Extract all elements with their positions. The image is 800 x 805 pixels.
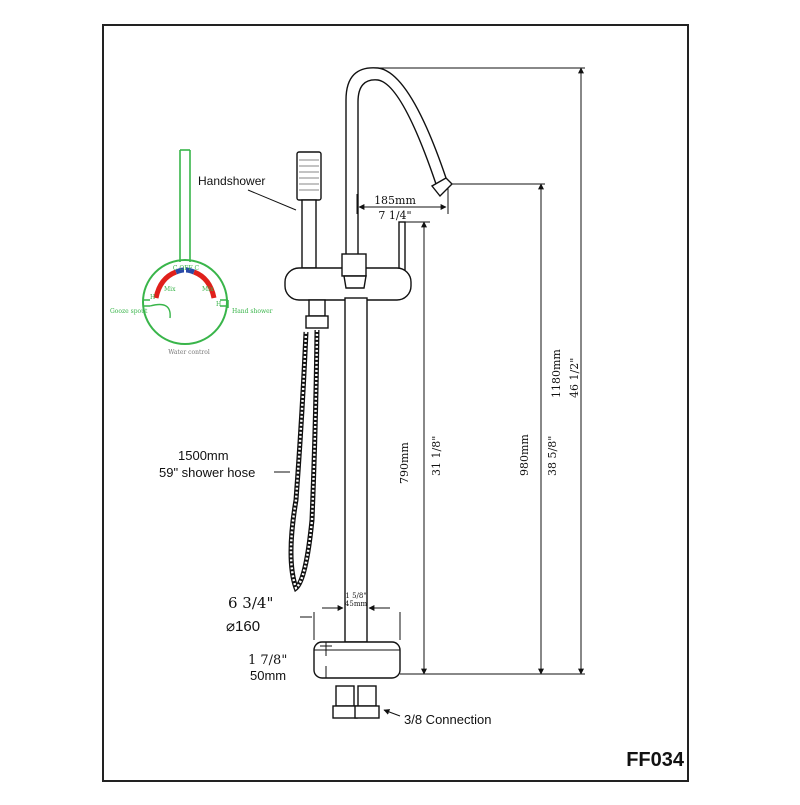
faucet-body bbox=[284, 67, 453, 719]
pipe-dia-mm: 45mm bbox=[345, 600, 368, 608]
spout-reach-in: 7 1/4" bbox=[378, 209, 411, 222]
control-handshower-label: Hand shower bbox=[232, 308, 273, 315]
hot-arc-right bbox=[193, 269, 217, 299]
hot-arc-left bbox=[153, 269, 177, 299]
dimension-lines bbox=[247, 67, 585, 717]
control-off-label: C OFF C bbox=[173, 265, 200, 272]
spout-height-in: 38 5/8" bbox=[546, 436, 559, 476]
base-height-in: 1 7/8" bbox=[248, 653, 287, 668]
spout-reach-mm: 185mm bbox=[374, 194, 416, 207]
control-gooseneck-label: Gooze spout bbox=[110, 308, 148, 315]
handshower-label: Handshower bbox=[198, 174, 265, 188]
cold-arc-right bbox=[185, 267, 195, 275]
control-mix-right: Mix bbox=[202, 286, 214, 293]
control-caption: Water control bbox=[168, 349, 210, 356]
base-dia-mm: ⌀160 bbox=[226, 618, 260, 635]
cold-arc-left bbox=[175, 267, 185, 275]
handle-height-mm: 790mm bbox=[398, 442, 411, 484]
hose-length-mm: 1500mm bbox=[178, 448, 229, 463]
control-h-left: H bbox=[150, 294, 155, 301]
control-mix-left: Mix bbox=[164, 286, 176, 293]
base-dia-in: 6 3/4" bbox=[228, 594, 273, 612]
total-height-mm: 1180mm bbox=[550, 349, 563, 398]
hose-desc: 59" shower hose bbox=[159, 465, 255, 480]
control-h-right: H bbox=[216, 301, 221, 308]
base-height-mm: 50mm bbox=[250, 668, 286, 683]
total-height-in: 46 1/2" bbox=[568, 358, 581, 398]
spout-height-mm: 980mm bbox=[518, 434, 531, 476]
handle-height-in: 31 1/8" bbox=[430, 436, 443, 476]
water-control-diagram bbox=[142, 149, 229, 345]
pipe-dia-in: 1 5/8" bbox=[345, 592, 366, 600]
shower-hose-inner bbox=[289, 329, 319, 590]
drawing-frame bbox=[102, 24, 689, 782]
model-number: FF034 bbox=[626, 749, 685, 771]
connection-label: 3/8 Connection bbox=[404, 712, 491, 727]
